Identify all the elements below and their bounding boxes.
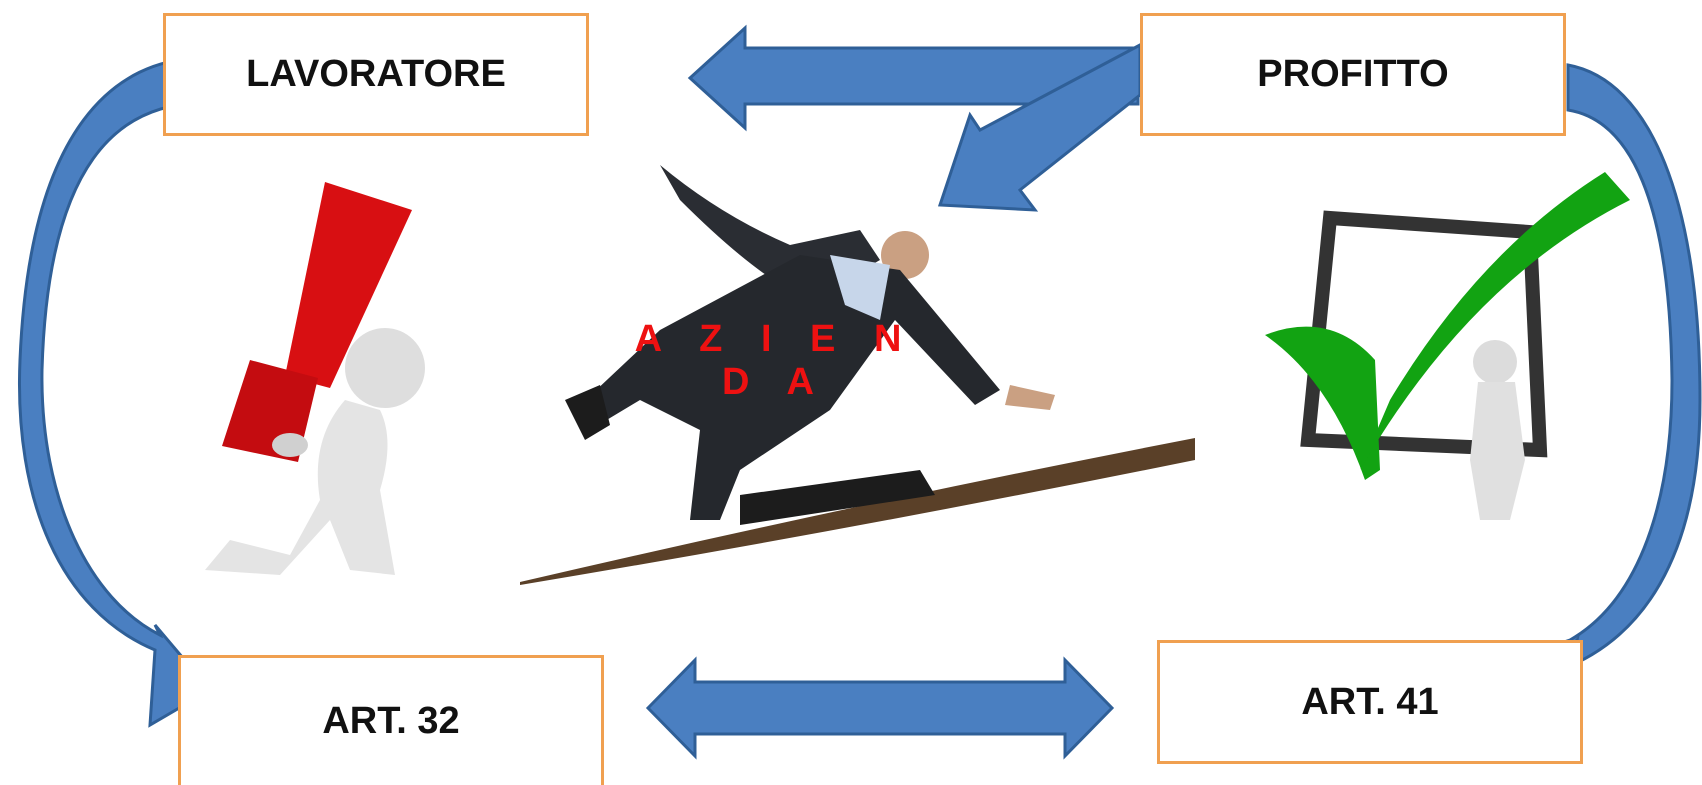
- box-lavoratore-label: LAVORATORE: [246, 53, 506, 96]
- box-art-41: ART. 41: [1157, 640, 1583, 764]
- exclamation-figure-icon: [205, 182, 425, 575]
- double-arrow-bottom: [648, 660, 1112, 756]
- curved-arrow-left: [19, 58, 210, 725]
- box-art-32: ART. 32: [178, 655, 604, 785]
- tightrope-businessman-illustration: [520, 165, 1195, 585]
- box-lavoratore: LAVORATORE: [163, 13, 589, 136]
- box-profitto-label: PROFITTO: [1257, 53, 1448, 96]
- box-art-32-label: ART. 32: [322, 700, 459, 743]
- curved-arrow-right: [1520, 65, 1700, 720]
- box-art-41-label: ART. 41: [1301, 681, 1438, 724]
- azienda-label: A Z I E N D A: [625, 318, 925, 368]
- checkmark-frame-figure-icon: [1265, 172, 1630, 520]
- box-profitto: PROFITTO: [1140, 13, 1566, 136]
